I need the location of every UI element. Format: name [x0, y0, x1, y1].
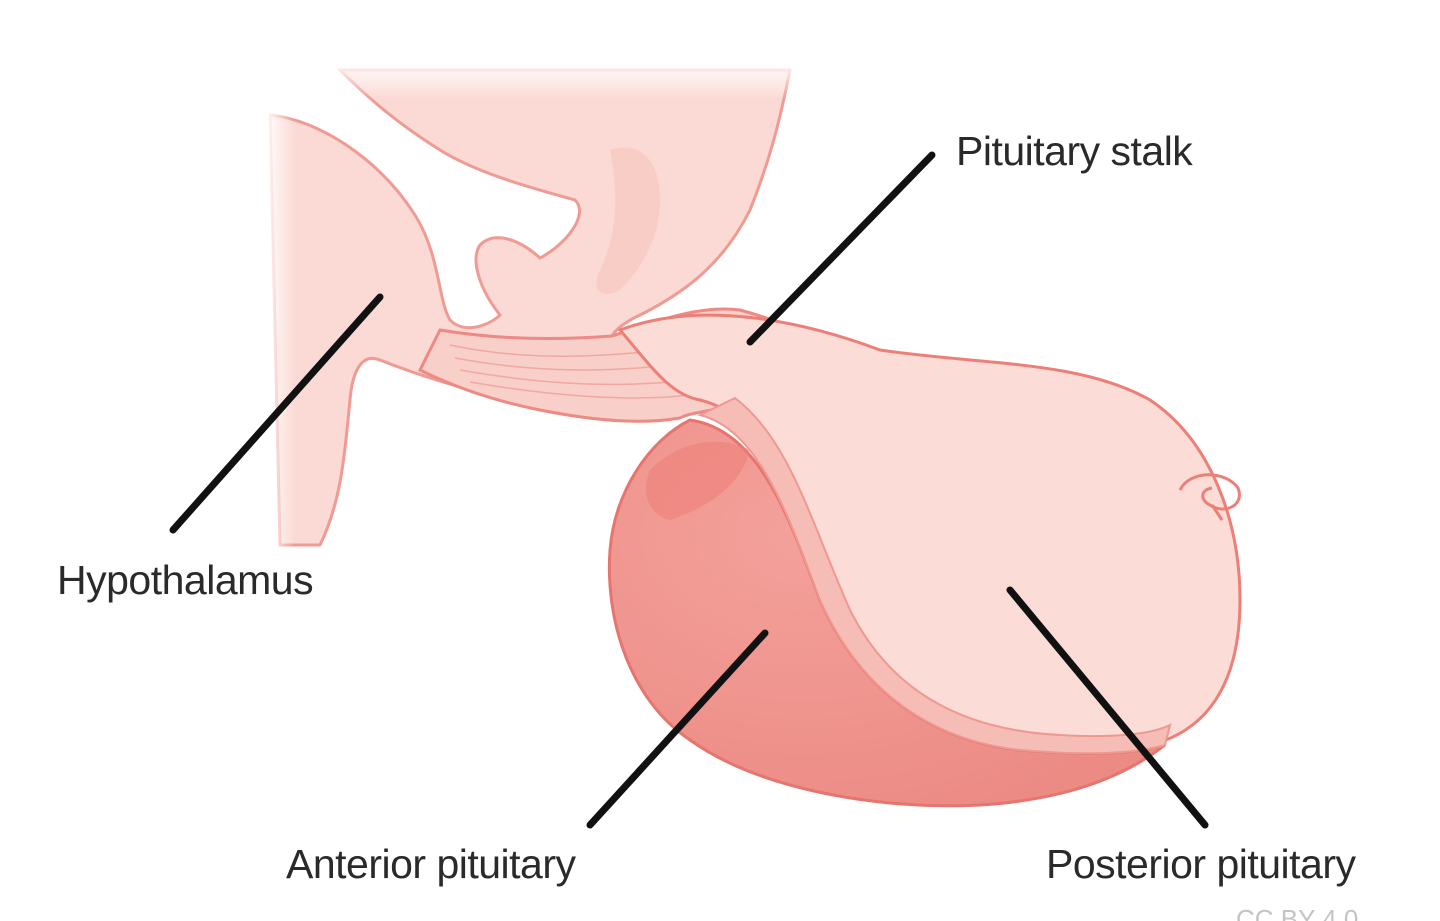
leader-lines — [169, 151, 1209, 829]
left-fade — [265, 100, 295, 560]
label-hypothalamus: Hypothalamus — [57, 557, 314, 603]
ventricle-shading — [596, 147, 660, 294]
top-fade — [260, 60, 820, 100]
leader-line-stalk — [746, 151, 936, 346]
label-anterior-pituitary: Anterior pituitary — [286, 841, 576, 887]
leader-line-anterior — [586, 629, 769, 829]
leader-line-posterior — [1006, 586, 1209, 829]
intermediate-band — [697, 396, 1172, 755]
lobe-curl — [1178, 473, 1241, 511]
lobe-curl-tail — [1210, 504, 1224, 521]
license-credit: CC BY 4.0 — [1236, 904, 1359, 921]
anterior-highlight — [646, 441, 750, 520]
label-pituitary-stalk: Pituitary stalk — [956, 128, 1193, 174]
leader-line-hypothalamus — [169, 293, 384, 534]
label-posterior-pituitary: Posterior pituitary — [1046, 841, 1356, 887]
